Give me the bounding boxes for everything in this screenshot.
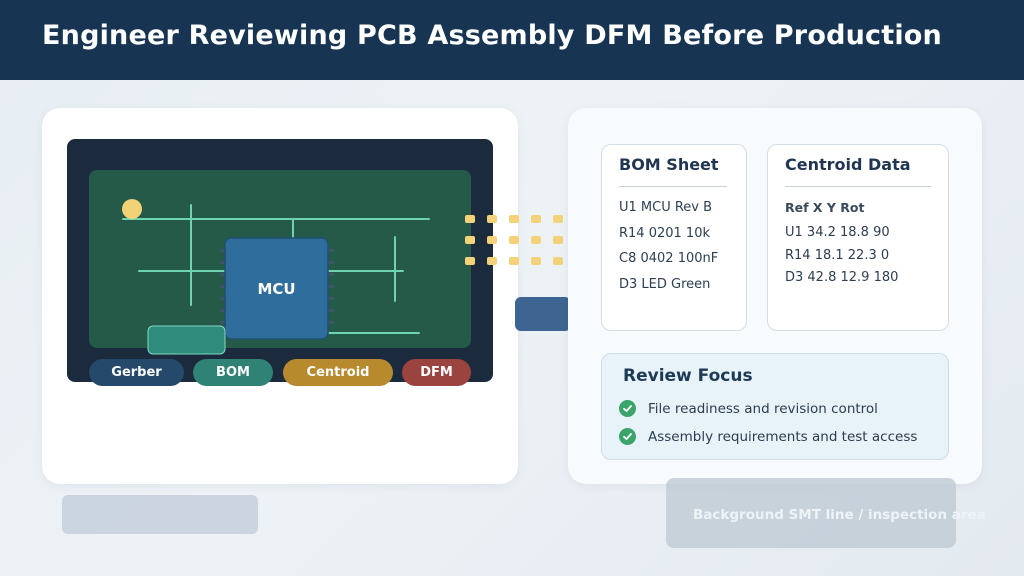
focus-item-label: File readiness and revision control <box>648 400 878 417</box>
check-icon <box>619 428 636 445</box>
review-focus-panel: Review Focus File readiness and revision… <box>601 353 949 460</box>
background-label: Background SMT line / inspection area <box>693 507 986 523</box>
background-blur-panel <box>666 478 956 548</box>
divider <box>619 186 727 187</box>
chip-bom: BOM <box>193 359 273 386</box>
check-icon <box>619 400 636 417</box>
review-focus-title: Review Focus <box>623 366 753 386</box>
centroid-data-title: Centroid Data <box>785 155 911 174</box>
connector-footprint <box>147 325 226 355</box>
chip-centroid: Centroid <box>283 359 393 386</box>
focus-item: Assembly requirements and test access <box>619 428 917 445</box>
centroid-line: D3 42.8 12.9 180 <box>785 270 899 285</box>
focus-item: File readiness and revision control <box>619 400 878 417</box>
bom-line: R14 0201 10k <box>619 226 710 241</box>
centroid-line: R14 18.1 22.3 0 <box>785 248 890 263</box>
bom-sheet-panel: BOM Sheet U1 MCU Rev B R14 0201 10k C8 0… <box>601 144 747 331</box>
header-bar: Engineer Reviewing PCB Assembly DFM Befo… <box>0 0 1024 80</box>
divider <box>785 186 931 187</box>
background-blur-block <box>62 495 258 534</box>
mcu-chip <box>224 237 329 340</box>
centroid-data-panel: Centroid Data Ref X Y Rot U1 34.2 18.8 9… <box>767 144 949 331</box>
page-title: Engineer Reviewing PCB Assembly DFM Befo… <box>42 20 942 51</box>
focus-item-label: Assembly requirements and test access <box>648 428 918 445</box>
mcu-label: MCU <box>257 280 295 298</box>
bom-line: U1 MCU Rev B <box>619 200 713 215</box>
bom-line: C8 0402 100nF <box>619 251 719 266</box>
chip-dfm: DFM <box>402 359 471 386</box>
fiducial-marker <box>122 199 142 219</box>
pcb-illustration: MCU <box>89 170 471 355</box>
chip-gerber: Gerber <box>89 359 184 386</box>
data-link-dashes <box>465 215 563 265</box>
centroid-header: Ref X Y Rot <box>785 200 865 215</box>
handoff-block <box>515 297 571 331</box>
bom-sheet-title: BOM Sheet <box>619 155 719 174</box>
centroid-line: U1 34.2 18.8 90 <box>785 225 890 240</box>
bom-line: D3 LED Green <box>619 277 711 292</box>
